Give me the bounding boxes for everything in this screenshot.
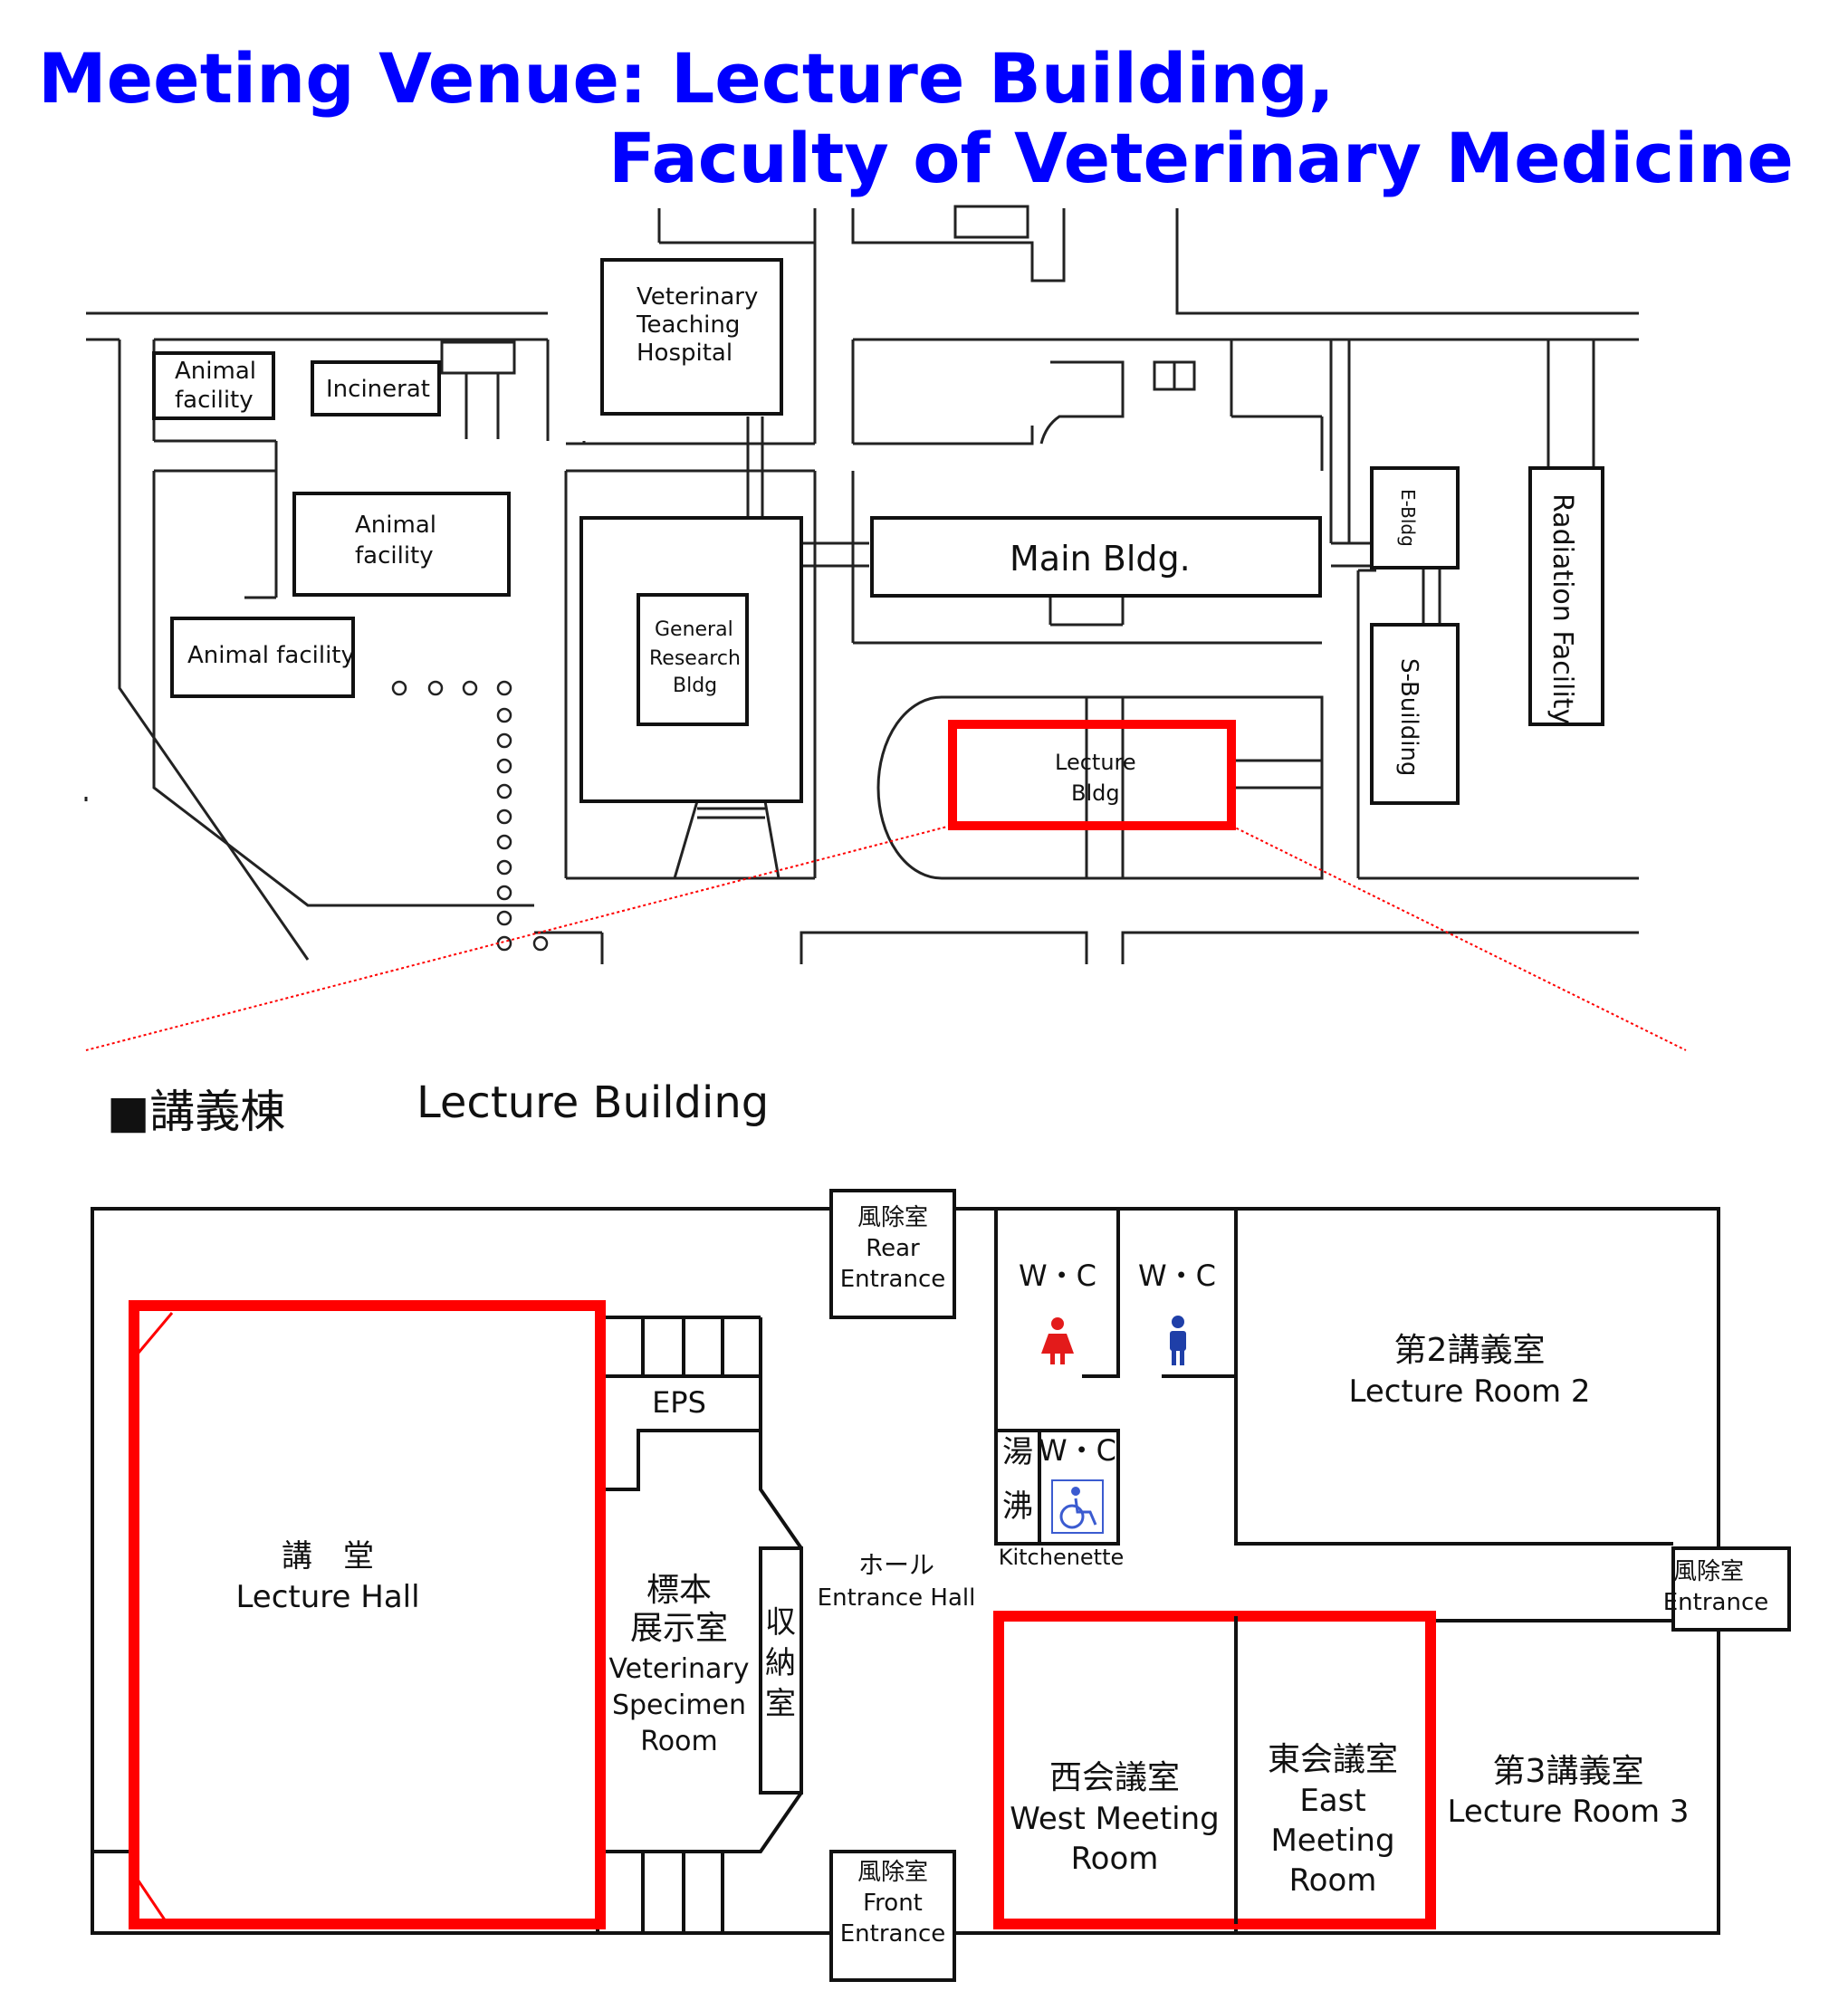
west-meeting-jp-label: 西会議室: [1049, 1759, 1180, 1796]
incinerator-label: Incinerat: [326, 376, 430, 403]
floor-plan-walls: [91, 1189, 1791, 1982]
door-swing-top: [132, 1312, 174, 1359]
general-research-building: [637, 593, 749, 726]
vet-hospital-label-3: Hospital: [637, 340, 732, 367]
lecture-room-2-label: Lecture Room 2: [1348, 1374, 1590, 1410]
title-line-1: Meeting Venue: Lecture Building,: [38, 38, 1335, 119]
specimen-room-jp-1: 標本: [646, 1572, 712, 1609]
wc-male-label: W・C: [1138, 1259, 1216, 1293]
circle-marker-icon: [391, 680, 549, 952]
e-bldg-label: E-Bldg: [1397, 489, 1419, 547]
wc-female-label: W・C: [1019, 1259, 1096, 1293]
front-entrance-label-1: 風除室: [857, 1859, 928, 1886]
e-building: [1370, 466, 1460, 570]
zoom-line-right: [1230, 825, 1687, 1051]
wheelchair-icon: [1051, 1479, 1104, 1534]
rear-entrance-label-1: 風除室: [857, 1204, 928, 1231]
wc-accessible-label: W・C: [1039, 1433, 1116, 1468]
east-meeting-label-3: Room: [1289, 1862, 1377, 1899]
animal-facility-2-building: [292, 492, 511, 597]
animal-facility-1-label-2: facility: [175, 387, 254, 414]
front-entrance-label-2: Front: [863, 1890, 923, 1917]
side-entrance-label-1: 風除室: [1673, 1558, 1744, 1585]
section-heading-jp: ■講義棟: [107, 1086, 286, 1138]
vet-hospital-label-2: Teaching: [636, 311, 740, 339]
meeting-rooms-highlight: [993, 1611, 1436, 1929]
rear-entrance-room: [829, 1189, 956, 1319]
rear-entrance-label-2: Rear: [866, 1235, 920, 1262]
campus-buildings: [152, 258, 1604, 805]
kitchenette-jp-label-1: 湯: [1002, 1434, 1033, 1470]
general-research-label-3: Bldg: [673, 675, 717, 697]
rear-entrance-label-3: Entrance: [840, 1266, 946, 1293]
storage-room: [759, 1546, 803, 1795]
front-entrance-label-3: Entrance: [840, 1920, 946, 1948]
s-building-label: S-Building: [1395, 658, 1422, 776]
lecture-bldg-highlight: [948, 720, 1236, 830]
front-entrance-room: [829, 1850, 956, 1982]
specimen-room-jp-2: 展示室: [630, 1610, 728, 1647]
accessible-wc-room: [994, 1429, 1120, 1546]
east-meeting-label-2: Meeting: [1270, 1823, 1394, 1859]
storage-label-1: 収: [765, 1604, 796, 1641]
lecture-room-3-jp-label: 第3講義室: [1493, 1753, 1644, 1790]
door-swing-bottom: [132, 1873, 169, 1925]
animal-facility-3-building: [170, 617, 355, 698]
kitchenette-jp-label-2: 沸: [1002, 1488, 1033, 1525]
s-building: [1370, 623, 1460, 805]
west-meeting-label-1: West Meeting: [1010, 1801, 1219, 1837]
radiation-facility-building: [1528, 466, 1604, 726]
side-entrance-label-2: Entrance: [1663, 1589, 1769, 1616]
zoom-line-left: [85, 825, 952, 1051]
vet-hospital-label-1: Veterinary: [637, 283, 758, 311]
lecture-bldg-label-2: Bldg: [1071, 780, 1120, 806]
male-restroom-icon: [1170, 1316, 1186, 1365]
general-research-label-2: Research: [649, 647, 741, 670]
radiation-facility-label: Radiation Facility: [1546, 493, 1578, 724]
entrance-hall-label: Entrance Hall: [818, 1584, 976, 1612]
main-bldg-label: Main Bldg.: [1010, 539, 1191, 579]
specimen-room-label-1: Veterinary: [608, 1653, 749, 1685]
main-building: [870, 516, 1322, 598]
lecture-bldg-label-1: Lecture: [1055, 750, 1136, 775]
animal-facility-2-label-2: facility: [355, 542, 434, 570]
general-research-label-1: General: [655, 618, 733, 641]
lecture-hall-jp-label: 講 堂: [282, 1538, 374, 1574]
title-line-2: Faculty of Veterinary Medicine: [608, 118, 1794, 198]
lecture-hall-highlight: [129, 1300, 606, 1929]
west-meeting-label-2: Room: [1071, 1841, 1159, 1877]
lecture-room-3-label: Lecture Room 3: [1447, 1794, 1689, 1830]
storage-label-3: 室: [765, 1686, 796, 1722]
side-entrance-room: [1671, 1546, 1791, 1632]
storage-label-2: 納: [765, 1645, 796, 1681]
animal-facility-1-building: [152, 351, 275, 420]
female-restroom-icon: [1041, 1317, 1074, 1364]
incinerator-building: [311, 360, 441, 416]
specimen-room-label-3: Room: [640, 1726, 717, 1757]
east-meeting-jp-label: 東会議室: [1268, 1741, 1398, 1778]
east-meeting-label-1: East: [1299, 1783, 1365, 1819]
vet-hospital-building: [600, 258, 783, 416]
animal-facility-2-label-1: Animal: [355, 512, 436, 539]
entrance-hall-jp-label: ホール: [858, 1550, 934, 1580]
lecture-hall-label: Lecture Hall: [235, 1579, 419, 1615]
section-heading-en: Lecture Building: [417, 1077, 770, 1128]
eps-label: EPS: [652, 1385, 706, 1420]
animal-facility-1-label-1: Animal: [175, 358, 256, 385]
specimen-room-label-2: Specimen: [612, 1689, 746, 1721]
lecture-room-2-jp-label: 第2講義室: [1394, 1332, 1546, 1369]
kitchenette-label: Kitchenette: [999, 1545, 1125, 1570]
animal-facility-3-label: Animal facility: [187, 642, 355, 669]
